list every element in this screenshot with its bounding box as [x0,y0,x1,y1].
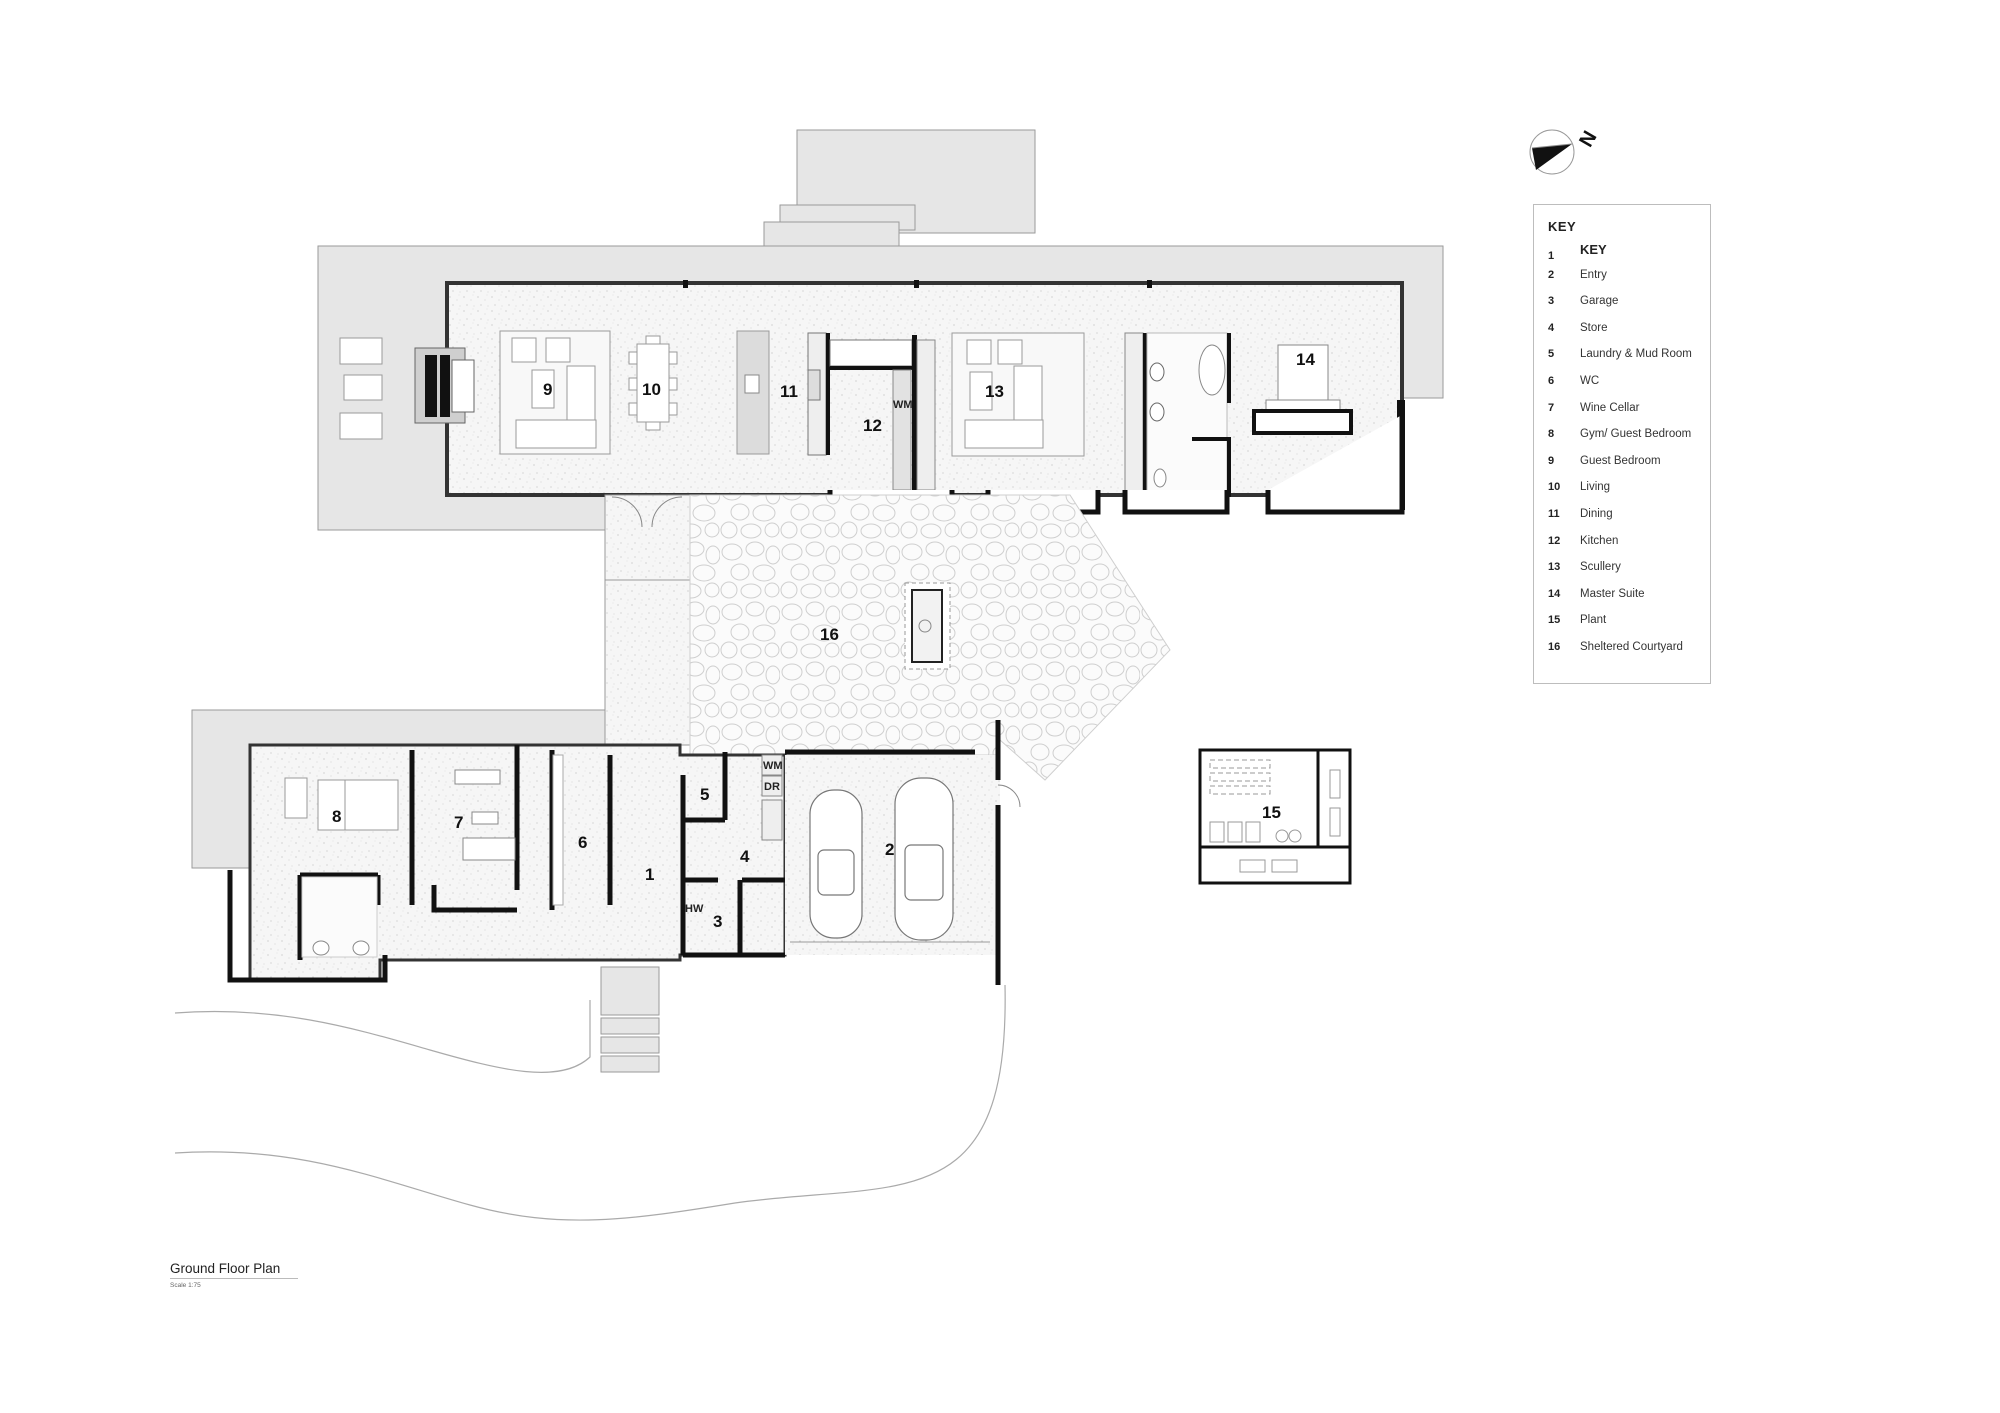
kitchen-counters [807,332,936,495]
guest-bedroom-furniture [499,330,611,455]
master-bed [1252,344,1353,435]
gym-equipment [454,769,516,861]
cars [809,777,954,941]
dryer-label: DR [764,781,780,793]
top-stairs [763,129,1036,247]
room-label-3: 3 [713,912,722,931]
room-label-8: 8 [332,807,341,826]
room-label-11: 11 [780,382,798,401]
key-heading: KEY [1548,219,1577,234]
master-ensuite [1124,332,1231,499]
site-boundary [174,984,1006,1221]
drawing-scale: Scale 1:75 [170,1282,201,1289]
bed-8 [284,777,399,831]
kitchen-wm-label: WM [893,399,913,411]
washing-machine-label: WM [763,760,783,772]
room-label-15: 15 [1262,803,1281,822]
link-corridor [604,494,691,746]
scullery-furniture [951,332,1085,457]
room-label-1: 1 [645,865,654,884]
drawing-title: Ground Floor Plan [170,1261,298,1279]
room-label-13: 13 [985,382,1004,401]
svg-text:N: N [1575,127,1601,151]
room-label-12: 12 [863,416,882,435]
laundry-appliances [761,754,783,841]
room-label-5: 5 [700,785,709,804]
plant-room [1198,748,1352,885]
north-arrow-icon: N [1529,127,1602,175]
room-label-16: 16 [820,625,839,644]
outdoor-loungers [339,337,383,440]
hot-water-label: HW [685,903,704,915]
front-steps [600,966,660,1073]
courtyard-fireplace [904,582,951,670]
room-label-9: 9 [543,380,552,399]
room-8-walls [227,750,415,983]
room-label-6: 6 [578,833,587,852]
dining-table [628,335,678,431]
room-label-7: 7 [454,813,463,832]
drawing-title-block: Ground Floor Plan Scale 1:75 [170,1261,298,1289]
room-label-10: 10 [642,380,661,399]
room-label-14: 14 [1296,350,1315,369]
room-label-4: 4 [740,847,750,866]
fireplace [414,347,475,424]
room-label-2: 2 [885,840,894,859]
